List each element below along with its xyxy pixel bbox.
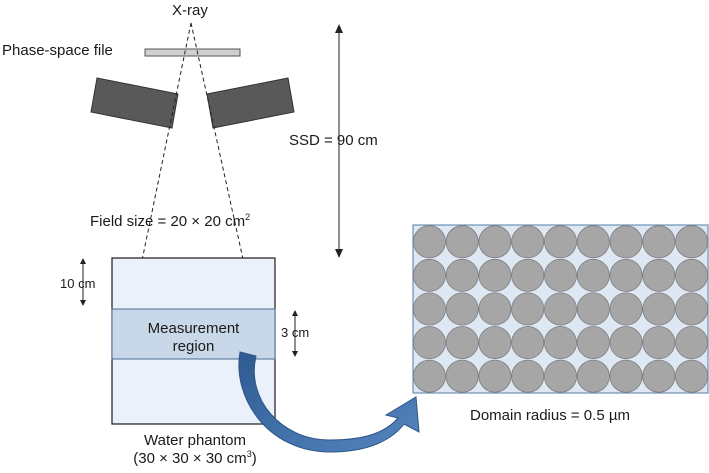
- source-label: X-ray: [172, 2, 208, 19]
- domain-circle: [544, 326, 577, 360]
- depth-label: 10 cm: [60, 276, 96, 291]
- domain-circle: [675, 326, 709, 360]
- measurement-region: [111, 308, 276, 360]
- phase-space-plate: [144, 48, 241, 57]
- domain-circle: [511, 359, 545, 393]
- domain-circle: [478, 225, 512, 259]
- ssd-label: SSD = 90 cm: [289, 132, 378, 149]
- region-thickness-arrow: [292, 310, 298, 357]
- field-size-label: Field size = 20 × 20 cm2: [90, 212, 251, 231]
- domain-circle: [478, 258, 512, 292]
- domain-circle: [544, 292, 577, 326]
- collimator-left: [90, 77, 179, 129]
- domain-circle: [544, 359, 577, 393]
- domain-circle: [544, 258, 577, 292]
- domain-circle: [511, 225, 545, 259]
- domain-circle: [511, 292, 545, 326]
- domain-circle: [445, 225, 479, 259]
- domain-circle: [609, 258, 643, 292]
- domain-circle: [478, 292, 512, 326]
- phantom-label: Water phantom (30 × 30 × 30 cm3): [133, 432, 257, 467]
- domain-circle: [642, 258, 676, 292]
- phase-space-label: Phase-space file: [2, 42, 113, 59]
- domain-circle: [576, 292, 610, 326]
- domain-circle: [576, 258, 610, 292]
- domain-circle: [412, 225, 446, 259]
- domain-circle: [576, 225, 610, 259]
- domain-circle: [445, 292, 479, 326]
- ssd-arrow: [335, 24, 343, 258]
- domain-circle: [675, 225, 709, 259]
- domain-circle: [544, 225, 577, 259]
- domain-circle: [445, 326, 479, 360]
- measurement-region-label: Measurement region: [147, 320, 240, 355]
- domain-circle: [609, 225, 643, 259]
- domain-circles: [412, 225, 709, 393]
- domain-radius-label: Domain radius = 0.5 µm: [470, 407, 630, 424]
- domain-circle: [412, 326, 446, 360]
- domain-circle: [675, 292, 709, 326]
- domain-circle: [445, 359, 479, 393]
- domain-circle: [609, 292, 643, 326]
- collimator-right: [206, 77, 295, 129]
- domain-circle: [478, 359, 512, 393]
- domain-circle: [609, 326, 643, 360]
- domain-circle: [642, 326, 676, 360]
- region-thickness-label: 3 cm: [281, 325, 310, 340]
- curved-arrow: [238, 351, 420, 453]
- domain-circle: [675, 359, 709, 393]
- domain-circle: [412, 258, 446, 292]
- domain-circle: [675, 258, 709, 292]
- domain-circle: [478, 326, 512, 360]
- domain-circle: [642, 292, 676, 326]
- domain-circle: [412, 359, 446, 393]
- domain-circle: [609, 359, 643, 393]
- domain-circle: [642, 359, 676, 393]
- domain-circle: [412, 292, 446, 326]
- domain-circle: [576, 359, 610, 393]
- domain-circle: [511, 326, 545, 360]
- domain-circle: [511, 258, 545, 292]
- domain-circle: [642, 225, 676, 259]
- depth-arrow: [80, 258, 86, 306]
- domain-circle: [576, 326, 610, 360]
- domain-circle: [445, 258, 479, 292]
